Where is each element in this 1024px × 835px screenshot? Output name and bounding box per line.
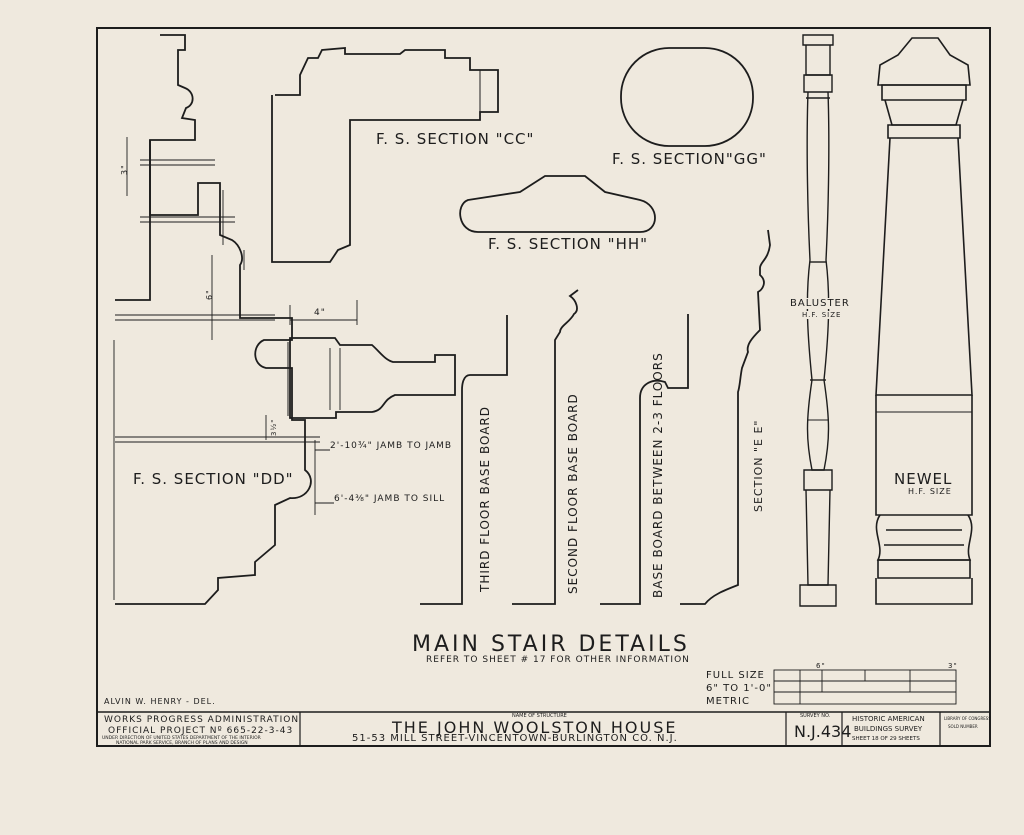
section-gg-label: F. S. SECTION"GG" — [612, 150, 767, 168]
newel-size: H.F. SIZE — [908, 487, 952, 496]
baluster-label: BALUSTER — [790, 298, 850, 309]
handrail-profile — [289, 337, 456, 419]
newel-elevation — [875, 37, 973, 605]
base-board-between-floors — [600, 314, 689, 605]
scale-full-size: FULL SIZE — [706, 670, 765, 681]
scale-mark-b: 3" — [948, 662, 958, 670]
scale-mark-a: 6" — [816, 662, 826, 670]
under-direction-2: NATIONAL PARK SERVICE, BRANCH OF PLANS A… — [116, 741, 248, 746]
third-floor-base-board — [420, 315, 508, 605]
drawing-title: MAIN STAIR DETAILS — [412, 632, 690, 657]
base-board-between-floors-label: BASE BOARD BETWEEN 2-3 FLOORS — [651, 352, 665, 598]
dim-four-inch: 4" — [314, 308, 326, 318]
survey-number-caption: SURVEY NO. — [800, 713, 831, 719]
newel-label: NEWEL — [894, 470, 953, 488]
dim-three-half-inch: 3½" — [270, 418, 278, 436]
delineator-credit: ALVIN W. HENRY - DEL. — [104, 697, 216, 706]
scale-half-size: 6" TO 1'-0" — [706, 683, 772, 694]
baluster-elevation — [799, 34, 837, 607]
graphic-scale — [773, 669, 957, 705]
second-floor-base-board — [512, 289, 579, 605]
official-project: OFFICIAL PROJECT Nº 665-22-3-43 — [108, 726, 294, 736]
under-direction-1: UNDER DIRECTION OF UNITED STATES DEPARTM… — [102, 736, 261, 741]
third-floor-base-board-label: THIRD FLOOR BASE BOARD — [478, 406, 492, 592]
scale-metric: METRIC — [706, 696, 750, 707]
section-cc-profile — [271, 47, 499, 263]
section-hh-profile — [459, 175, 656, 233]
survey-number: N.J.434 — [794, 722, 852, 741]
section-cc-label: F. S. SECTION "CC" — [376, 130, 535, 148]
drawing-subtitle: REFER TO SHEET # 17 FOR OTHER INFORMATIO… — [426, 655, 690, 665]
structure-name: THE JOHN WOOLSTON HOUSE — [392, 718, 678, 737]
section-ee-label: SECTION "E E" — [752, 419, 765, 512]
library-caption-2: SOLD NUMBER — [948, 724, 978, 729]
wpa-heading: WORKS PROGRESS ADMINISTRATION — [104, 715, 300, 725]
dim-jamb-to-sill: 6'-4⅜" JAMB TO SILL — [334, 494, 446, 504]
sheet-number: SHEET 18 OF 29 SHEETS — [852, 736, 920, 742]
dim-six-inch: 6" — [205, 289, 214, 300]
structure-address: 51-53 MILL STREET-VINCENTOWN-BURLINGTON … — [352, 733, 678, 744]
section-ee-profile — [680, 229, 771, 605]
library-caption-1: LIBRARY OF CONGRESS — [944, 716, 991, 721]
dim-jamb-to-jamb: 2'-10¾" JAMB TO JAMB — [330, 441, 453, 451]
habs-heading-1: HISTORIC AMERICAN — [852, 715, 925, 723]
structure-name-caption: NAME OF STRUCTURE — [512, 713, 567, 719]
habs-heading-2: BUILDINGS SURVEY — [854, 725, 923, 733]
dim-three-inch: 3" — [120, 164, 129, 175]
section-gg-profile — [620, 47, 754, 147]
second-floor-base-board-label: SECOND FLOOR BASE BOARD — [566, 393, 580, 594]
sheet-border — [96, 27, 991, 747]
baluster-size: H.F. SIZE — [802, 311, 842, 319]
section-dd-profile — [115, 34, 312, 605]
section-dd-label: F. S. SECTION "DD" — [133, 470, 294, 488]
section-hh-label: F. S. SECTION "HH" — [488, 235, 649, 253]
